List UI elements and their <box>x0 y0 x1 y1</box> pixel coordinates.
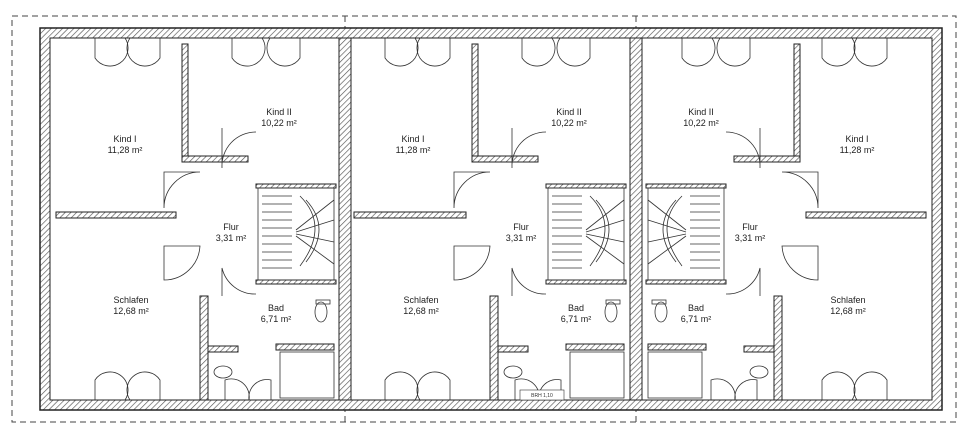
room-area: 12,68 m² <box>403 306 439 316</box>
room-name-kind-i: Kind I <box>113 134 136 144</box>
unit-1-walls <box>55 43 337 401</box>
room-name-flur: Flur <box>513 222 529 232</box>
room-area: 6,71 m² <box>261 314 292 324</box>
room-area: 10,22 m² <box>683 118 719 128</box>
room-name-kind-ii: Kind II <box>266 107 292 117</box>
room-area: 6,71 m² <box>561 314 592 324</box>
room-area: 12,68 m² <box>830 306 866 316</box>
property-outline <box>11 15 957 423</box>
room-name-kind-ii: Kind II <box>688 107 714 117</box>
room-area: 11,28 m² <box>108 145 143 155</box>
unit-3-fixtures <box>647 299 769 399</box>
annotation-box <box>519 389 565 401</box>
room-area: 3,31 m² <box>506 233 537 243</box>
room-name-flur: Flur <box>223 222 239 232</box>
unit-3-doors <box>681 37 888 401</box>
unit-3-stairs <box>647 187 725 281</box>
room-name-schlafen: Schlafen <box>830 295 865 305</box>
unit-1-doors <box>94 37 301 401</box>
unit-3-walls <box>645 43 927 401</box>
annotation-text: BRH 1,10 <box>531 393 553 399</box>
room-name-bad: Bad <box>688 303 704 313</box>
room-name-kind-i: Kind I <box>401 134 424 144</box>
party-wall-2 <box>629 37 643 401</box>
unit-2-walls <box>353 43 627 401</box>
room-area: 11,28 m² <box>840 145 875 155</box>
room-area: 6,71 m² <box>681 314 712 324</box>
room-name-kind-i: Kind I <box>845 134 868 144</box>
unit-1-stairs <box>257 187 335 281</box>
room-area: 11,28 m² <box>396 145 431 155</box>
room-name-schlafen: Schlafen <box>113 295 148 305</box>
room-name-flur: Flur <box>742 222 758 232</box>
unit-1-fixtures <box>213 299 335 399</box>
room-name-kind-ii: Kind II <box>556 107 582 117</box>
room-area: 10,22 m² <box>551 118 587 128</box>
room-name-bad: Bad <box>268 303 284 313</box>
room-area: 10,22 m² <box>261 118 297 128</box>
room-name-bad: Bad <box>568 303 584 313</box>
party-wall-1 <box>338 37 352 401</box>
room-area: 3,31 m² <box>735 233 766 243</box>
unit-2-stairs <box>547 187 625 281</box>
room-area: 3,31 m² <box>216 233 247 243</box>
room-area: 12,68 m² <box>113 306 149 316</box>
unit-2-fixtures <box>503 299 625 399</box>
room-name-schlafen: Schlafen <box>403 295 438 305</box>
